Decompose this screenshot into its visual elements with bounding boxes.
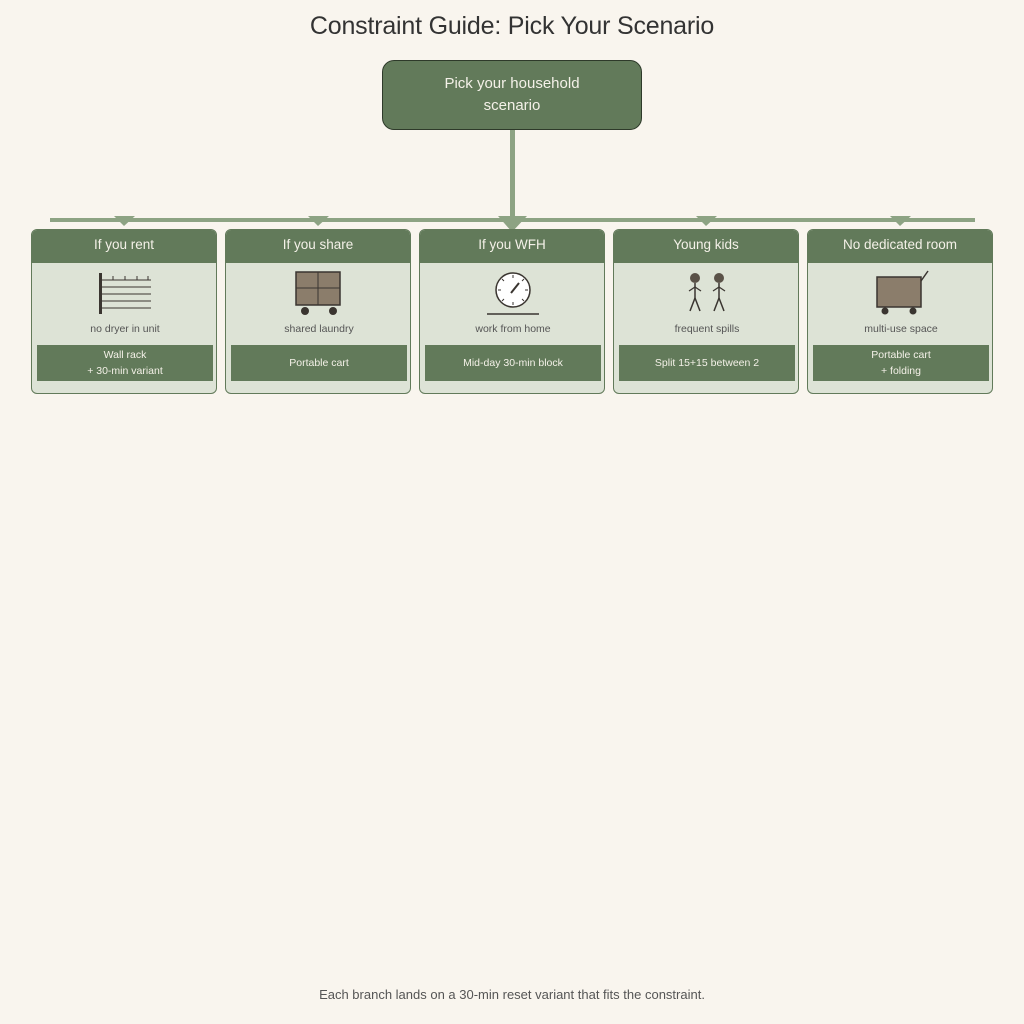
card-action: Portable cart + folding — [813, 345, 989, 381]
footer-note: Each branch lands on a 30-min reset vari… — [319, 987, 705, 1002]
action-line-1: Split 15+15 between 2 — [654, 357, 760, 369]
scenario-card-wfh: If you WFH work from home Mid-day 30-min… — [419, 229, 605, 394]
card-action: Wall rack + 30-min variant — [37, 345, 213, 381]
two-kids-icon — [688, 273, 726, 312]
root-node: Pick your household scenario — [382, 60, 642, 130]
root-label: Pick your household scenario — [444, 75, 580, 114]
action-line-2: + folding — [881, 365, 921, 377]
branch-arrow-1 — [114, 216, 135, 226]
card-header: If you share — [226, 230, 410, 263]
card-action: Portable cart — [231, 345, 407, 381]
action-line-1: Portable cart — [871, 349, 931, 361]
card-header: Young kids — [614, 230, 798, 263]
card-caption: shared laundry — [284, 323, 354, 335]
card-caption: frequent spills — [674, 323, 740, 335]
scenario-card-no-room: No dedicated room multi-use space Portab… — [807, 229, 993, 394]
page-title: Constraint Guide: Pick Your Scenario — [309, 12, 715, 40]
action-line-1: Mid-day 30-min block — [463, 357, 563, 369]
card-caption: work from home — [475, 323, 551, 335]
card-caption: multi-use space — [864, 323, 938, 335]
card-action: Mid-day 30-min block — [425, 345, 601, 381]
branch-arrow-5 — [890, 216, 911, 226]
card-header: If you WFH — [420, 230, 604, 263]
card-header: No dedicated room — [808, 230, 992, 263]
scenario-card-rent: If you rent no dryer in unit Wall rack +… — [31, 229, 217, 394]
action-line-1: Portable cart — [289, 357, 349, 369]
laundry-cart-icon — [295, 271, 341, 315]
card-caption: no dryer in unit — [90, 323, 160, 335]
clock-icon — [487, 272, 539, 315]
center-arrowhead — [498, 216, 527, 232]
scenario-card-share: If you share shared laundry Portable car… — [225, 229, 411, 394]
trunk-line — [510, 130, 515, 220]
action-line-1: Wall rack — [103, 349, 147, 361]
action-line-2: + 30-min variant — [87, 365, 163, 377]
card-action: Split 15+15 between 2 — [619, 345, 795, 381]
card-header: If you rent — [32, 230, 216, 263]
branch-arrow-2 — [308, 216, 329, 226]
drying-rack-icon — [99, 273, 151, 314]
branch-arrow-4 — [696, 216, 717, 226]
folding-cart-icon — [876, 270, 929, 315]
branch-connectors — [50, 130, 975, 232]
scenario-card-kids: Young kids frequent spills Split 15+15 b… — [613, 229, 799, 394]
